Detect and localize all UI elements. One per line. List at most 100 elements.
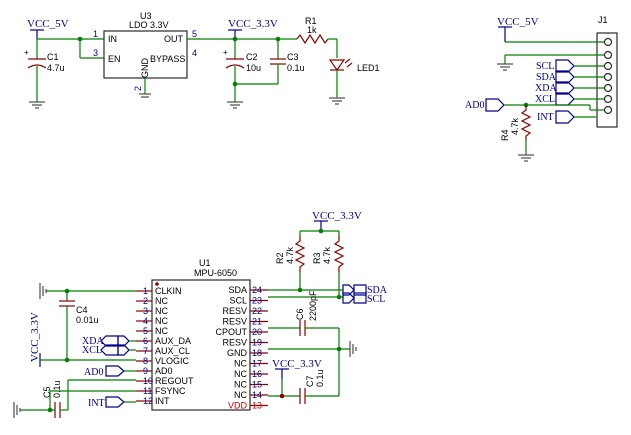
u1-pin-right-20: 20 CPOUT [216,327,268,337]
net-label-xda-j1: XDA [535,81,575,95]
svg-text:RESV: RESV [222,306,247,316]
svg-text:14: 14 [252,390,262,400]
svg-text:NC: NC [234,390,247,400]
u1-pin-right-14: 14 NC [234,390,268,400]
power-supply-section: VCC_5V + C1 4.7u U3 LDO 3.3V IN EN OUT [24,11,380,109]
net-label-xda-u1: XDA [82,335,130,347]
svg-text:C5: C5 [42,386,52,398]
svg-text:2: 2 [133,86,143,91]
vcc-3v3-pullup-symbol: VCC_3.3V [312,210,362,231]
svg-text:4: 4 [192,48,197,58]
capacitor-c1: + C1 4.7u [24,39,65,109]
svg-text:R4: R4 [500,129,510,141]
svg-text:8: 8 [143,356,148,366]
svg-text:SDA: SDA [228,285,247,295]
svg-text:INT: INT [537,112,554,123]
ground-symbol-left-top [39,283,47,299]
svg-text:VCC_3.3V: VCC_3.3V [29,312,41,362]
vcc-3v3-symbol: VCC_3.3V [228,18,278,39]
net-label-int-j1: INT [537,110,575,124]
net-label-xcl-j1: XCL [535,92,575,106]
svg-text:4.7k: 4.7k [510,117,520,135]
capacitor-c2: + C2 10u [223,39,261,73]
net-label-sda-j1: SDA [536,70,575,84]
svg-text:VCC_5V: VCC_5V [497,16,539,28]
svg-text:C2: C2 [246,52,258,62]
svg-text:LED1: LED1 [357,63,380,73]
svg-text:22: 22 [252,306,262,316]
svg-text:U1: U1 [199,258,211,268]
svg-text:XCL: XCL [82,345,102,356]
svg-text:AUX_CL: AUX_CL [155,346,190,356]
u1-pin-left-3: 3 NC [136,306,168,316]
svg-text:EN: EN [108,54,121,64]
svg-text:INT: INT [88,398,105,409]
net-label-scl-u1: SCL [342,292,385,305]
svg-text:J1: J1 [598,15,608,25]
svg-text:GND: GND [227,348,248,358]
capacitor-c7: C7 0.1u [299,369,325,404]
j1-pin-circles [603,37,613,115]
svg-text:10: 10 [143,376,153,386]
u1-pin-left-8: 8 VLOGIC [136,356,190,366]
svg-text:R1: R1 [305,16,317,26]
svg-text:7: 7 [143,346,148,356]
svg-text:C7: C7 [305,375,315,387]
svg-text:VDD: VDD [228,401,248,411]
svg-text:0.1u: 0.1u [287,63,305,73]
svg-text:4: 4 [143,316,148,326]
svg-text:NC: NC [155,306,168,316]
u1-right-pins: 24SDA23SCL22RESV21RESV20CPOUT19RESV18GND… [216,285,268,411]
svg-text:VCC_3.3V: VCC_3.3V [312,210,362,222]
svg-text:15: 15 [252,380,262,390]
svg-text:REGOUT: REGOUT [155,376,194,386]
svg-text:XCL: XCL [535,94,555,105]
svg-text:CPOUT: CPOUT [216,327,248,337]
connector-j1-section: J1 VCC_5V SCL SDA [465,15,618,162]
svg-text:BYPASS: BYPASS [150,54,185,64]
svg-text:24: 24 [252,285,262,295]
svg-text:R3: R3 [312,252,322,264]
regulator-u3: U3 LDO 3.3V IN EN OUT BYPASS GND 1 3 5 4… [93,11,197,98]
svg-text:21: 21 [252,317,262,327]
svg-text:NC: NC [155,326,168,336]
svg-text:SCL: SCL [229,296,247,306]
svg-text:13: 13 [252,401,262,411]
u1-pin-right-18: 18 GND [227,348,268,358]
capacitor-c3: C3 0.1u [270,39,305,73]
svg-text:+: + [223,48,228,57]
svg-text:XDA: XDA [82,336,104,347]
svg-text:NC: NC [155,316,168,326]
capacitor-c5: C5 0.1u [42,380,69,418]
svg-text:VLOGIC: VLOGIC [155,356,190,366]
svg-text:2200pF: 2200pF [308,290,318,321]
u1-pin-right-22: 22 RESV [222,306,268,316]
resistor-r4: R4 4.7k [500,105,534,162]
net-label-int-u1: INT [88,396,125,409]
svg-text:3: 3 [143,306,148,316]
svg-text:20: 20 [252,327,262,337]
svg-text:AD0: AD0 [155,366,173,376]
svg-text:1: 1 [93,29,98,39]
svg-text:RESV: RESV [222,338,247,348]
svg-text:AD0: AD0 [465,100,484,111]
svg-text:U3: U3 [140,11,152,21]
svg-text:CLKIN: CLKIN [155,286,182,296]
u1-pin-left-4: 4 NC [136,316,168,326]
svg-text:VCC_5V: VCC_5V [27,18,69,30]
net-label-ad0-j1: AD0 [465,98,505,112]
net-label-scl-j1: SCL [536,59,575,73]
svg-text:18: 18 [252,348,262,358]
svg-text:C6: C6 [295,308,305,320]
